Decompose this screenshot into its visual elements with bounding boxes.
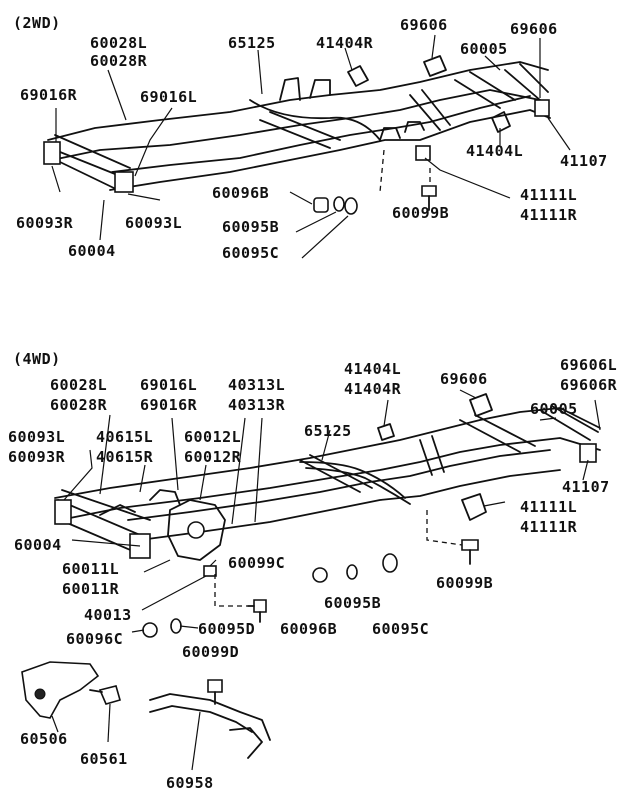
label-2wd-60095C: 60095C bbox=[222, 244, 280, 262]
frame-4wd-leaders bbox=[51, 389, 601, 771]
label-4wd-41107: 41107 bbox=[562, 478, 610, 496]
label-4wd-60506: 60506 bbox=[20, 730, 68, 748]
label-2wd-60093R: 60093R bbox=[16, 214, 74, 232]
label-4wd-40313L: 40313L bbox=[228, 376, 286, 394]
label-4wd-60011R: 60011R bbox=[62, 580, 120, 598]
section-title-2wd: (2WD) bbox=[13, 14, 61, 32]
label-4wd-60011L: 60011L bbox=[62, 560, 120, 578]
label-2wd-60005: 60005 bbox=[460, 40, 508, 58]
label-4wd-69606R: 69606R bbox=[560, 376, 618, 394]
label-4wd-60096C: 60096C bbox=[66, 630, 124, 648]
label-4wd-60099B: 60099B bbox=[436, 574, 494, 592]
label-2wd-60099B: 60099B bbox=[392, 204, 450, 222]
frame-4wd-drawing bbox=[21, 393, 601, 759]
label-2wd-60096B: 60096B bbox=[212, 184, 270, 202]
label-4wd-60095D: 60095D bbox=[198, 620, 256, 638]
label-2wd-69016R: 69016R bbox=[20, 86, 78, 104]
section-title-4wd: (4WD) bbox=[13, 350, 61, 368]
label-2wd-65125: 65125 bbox=[228, 34, 276, 52]
label-2wd-41404L: 41404L bbox=[466, 142, 524, 160]
label-2wd-69606-a: 69606 bbox=[400, 16, 448, 34]
label-4wd-60561: 60561 bbox=[80, 750, 128, 768]
label-4wd-60012L: 60012L bbox=[184, 428, 242, 446]
label-2wd-60095B: 60095B bbox=[222, 218, 280, 236]
label-2wd-60004: 60004 bbox=[68, 242, 116, 260]
label-4wd-60005: 60005 bbox=[530, 400, 578, 418]
label-2wd-41111R: 41111R bbox=[520, 206, 578, 224]
label-4wd-60099C: 60099C bbox=[228, 554, 286, 572]
label-4wd-41111L: 41111L bbox=[520, 498, 578, 516]
label-4wd-41404L: 41404L bbox=[344, 360, 402, 378]
label-4wd-65125: 65125 bbox=[304, 422, 352, 440]
label-2wd-41111L: 41111L bbox=[520, 186, 578, 204]
frame-2wd-drawing bbox=[43, 55, 551, 215]
label-4wd-60093R: 60093R bbox=[8, 448, 66, 466]
label-4wd-60095C: 60095C bbox=[372, 620, 430, 638]
label-4wd-60096B: 60096B bbox=[280, 620, 338, 638]
label-4wd-60095B: 60095B bbox=[324, 594, 382, 612]
label-4wd-69606: 69606 bbox=[440, 370, 488, 388]
label-2wd-41107: 41107 bbox=[560, 152, 608, 170]
label-2wd-41404R: 41404R bbox=[316, 34, 374, 52]
label-4wd-69016L: 69016L bbox=[140, 376, 198, 394]
label-4wd-40313R: 40313R bbox=[228, 396, 286, 414]
label-4wd-40615R: 40615R bbox=[96, 448, 154, 466]
label-4wd-60093L: 60093L bbox=[8, 428, 66, 446]
label-4wd-41111R: 41111R bbox=[520, 518, 578, 536]
label-4wd-69606L: 69606L bbox=[560, 356, 618, 374]
label-4wd-40615L: 40615L bbox=[96, 428, 154, 446]
label-4wd-69016R: 69016R bbox=[140, 396, 198, 414]
label-4wd-60004: 60004 bbox=[14, 536, 62, 554]
label-4wd-41404R: 41404R bbox=[344, 380, 402, 398]
label-4wd-60958: 60958 bbox=[166, 774, 214, 792]
label-2wd-69016L: 69016L bbox=[140, 88, 198, 106]
label-2wd-69606-b: 69606 bbox=[510, 20, 558, 38]
label-4wd-60028L: 60028L bbox=[50, 376, 108, 394]
label-4wd-40013: 40013 bbox=[84, 606, 132, 624]
label-4wd-60099D: 60099D bbox=[182, 643, 240, 661]
frame-2wd-leaders bbox=[51, 34, 571, 259]
label-2wd-60028R: 60028R bbox=[90, 52, 148, 70]
label-2wd-60028L: 60028L bbox=[90, 34, 148, 52]
label-4wd-60012R: 60012R bbox=[184, 448, 242, 466]
label-2wd-60093L: 60093L bbox=[125, 214, 183, 232]
label-4wd-60028R: 60028R bbox=[50, 396, 108, 414]
